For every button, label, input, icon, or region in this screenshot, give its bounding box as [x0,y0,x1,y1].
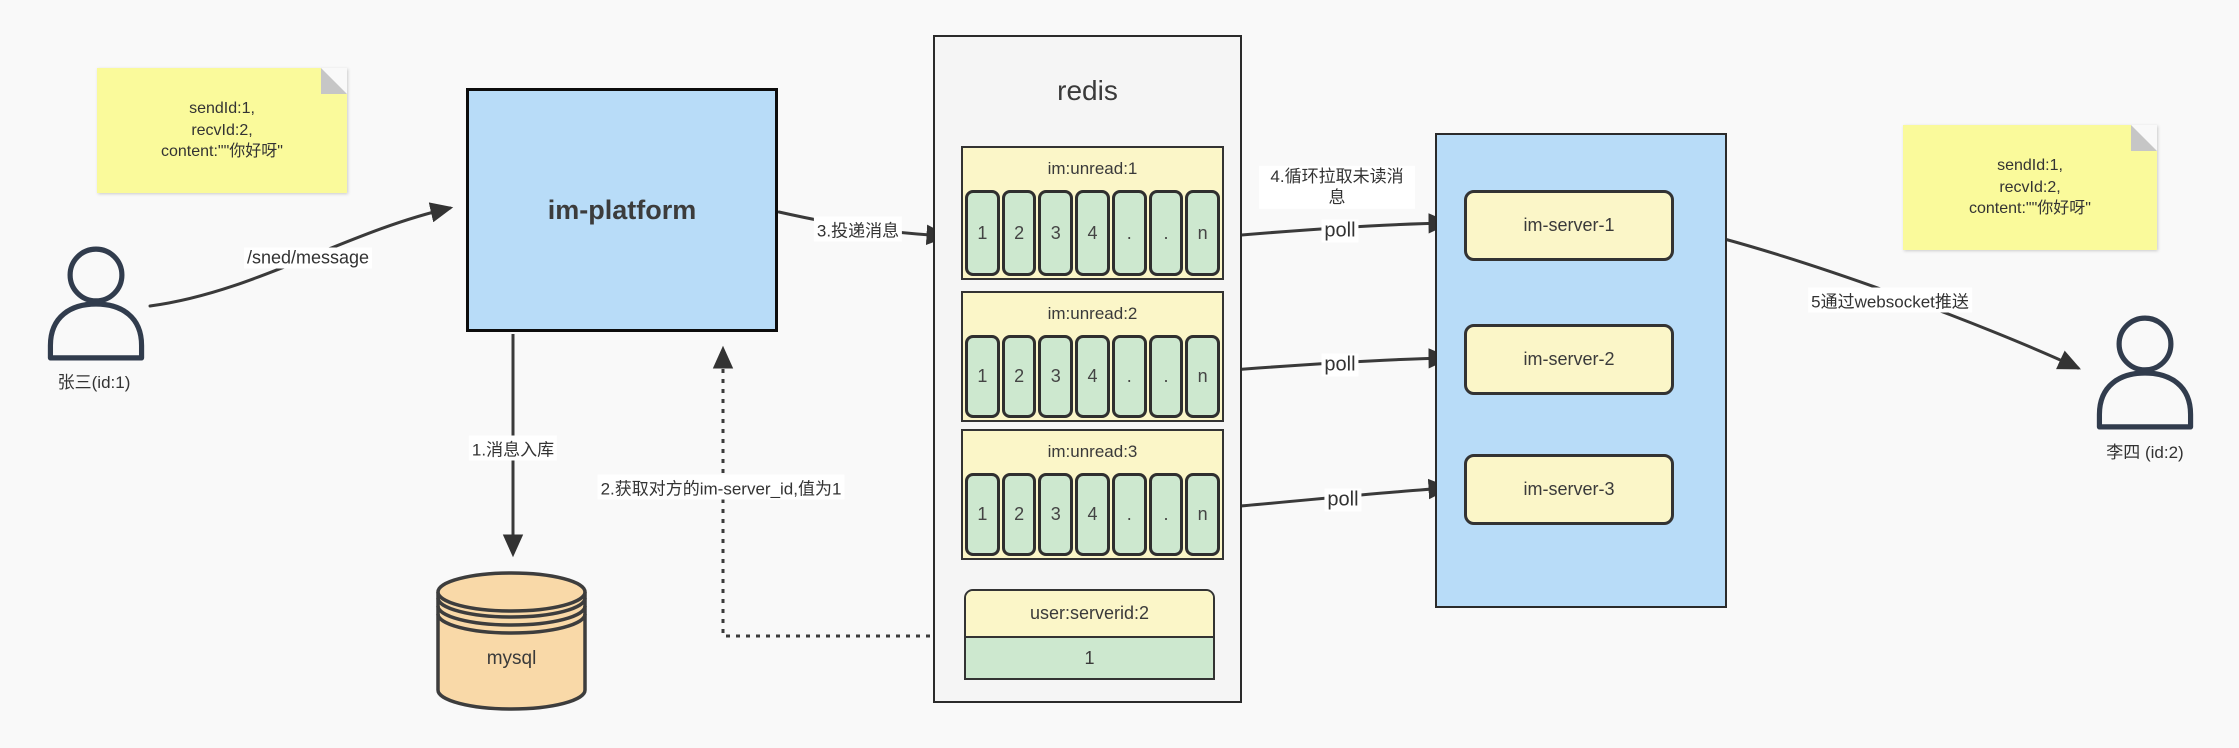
queue-cell: 4 [1075,473,1110,556]
edge-label-send: /sned/message [243,247,373,269]
queue-header: im:unread:1 [1047,159,1138,178]
queue-cell: . [1148,335,1184,418]
redis-queue-1: im:unread:1 1 2 3 4 . . n [961,146,1224,280]
queue-cell: 4 [1075,335,1110,418]
im-server-2-label: im-server-2 [1523,349,1615,369]
redis-queue-3: im:unread:3 1 2 3 4 . . n [961,429,1224,560]
im-server-2-node: im-server-2 [1464,324,1674,395]
queue-cell: 3 [1038,190,1074,276]
queue-cell: 1 [965,335,1000,418]
queue-cell: 1 [965,473,1000,556]
redis-kv-user-serverid: user:serverid:2 1 [964,589,1215,680]
queue-cell: 2 [1001,190,1037,276]
queue-cell: . [1111,190,1147,276]
edge-label-poll-1: poll [1321,219,1359,243]
queue-cell: 3 [1038,473,1074,556]
im-platform-label: im-platform [547,194,697,225]
edge-label-pull: 4.循环拉取未读消息 [1259,165,1415,209]
note-line: content:""你好呀" [1969,200,2091,218]
note-fold-icon [321,68,347,94]
note-fold-icon [2131,125,2157,151]
queue-cell: n [1185,335,1221,418]
sticky-note-left: sendId:1, recvId:2, content:""你好呀" [97,68,347,193]
receiver-label: 李四 (id:2) [2106,443,2184,462]
im-server-group: im-server-1 im-server-2 im-server-3 [1435,133,1727,608]
redis-queue-2: im:unread:2 1 2 3 4 . . n [961,291,1224,422]
redis-container: redis im:unread:1 1 2 3 4 . . n im:unrea… [933,35,1242,703]
queue-cell: 2 [1001,473,1037,556]
note-line: sendId:1, [1997,157,2063,175]
queue-header: im:unread:2 [1047,304,1138,323]
edge-label-poll-3: poll [1324,488,1362,512]
queue-cell: n [1185,190,1221,276]
note-line: recvId:2, [1999,178,2061,196]
queue-cell: 4 [1075,190,1110,276]
kv-header: user:serverid:2 [966,591,1213,638]
edge-label-poll-2: poll [1321,353,1359,377]
mysql-label: mysql [486,648,537,669]
note-line: recvId:2, [191,121,253,139]
im-server-3-label: im-server-3 [1523,479,1615,499]
queue-cell: . [1148,473,1184,556]
edge-label-deliver: 3.投递消息 [813,216,903,242]
queue-cells: 1 2 3 4 . . n [963,335,1222,420]
user-icon [47,246,145,361]
redis-title: redis [1057,75,1118,106]
kv-value: 1 [1084,647,1095,668]
edge-label-push: 5通过websocket推送 [1808,287,1972,313]
queue-cell: . [1111,473,1147,556]
queue-cell: 2 [1001,335,1037,418]
queue-cell: 1 [965,190,1000,276]
im-platform-node: im-platform [466,88,778,332]
im-server-1-node: im-server-1 [1464,190,1674,261]
queue-cells: 1 2 3 4 . . n [963,190,1222,278]
queue-cells: 1 2 3 4 . . n [963,473,1222,558]
queue-cell: . [1111,335,1147,418]
queue-cell: n [1185,473,1221,556]
edge-label-lookup: 2.获取对方的im-server_id,值为1 [597,474,845,500]
im-server-1-label: im-server-1 [1523,215,1615,235]
user-icon [2096,315,2194,430]
note-line: sendId:1, [189,100,255,118]
im-server-3-node: im-server-3 [1464,454,1674,525]
queue-cell: . [1148,190,1184,276]
sticky-note-right: sendId:1, recvId:2, content:""你好呀" [1903,125,2157,250]
sender-label: 张三(id:1) [57,373,131,392]
queue-cell: 3 [1038,335,1074,418]
queue-header: im:unread:3 [1047,442,1138,461]
edge-label-store: 1.消息入库 [468,435,558,461]
note-line: content:""你好呀" [161,143,283,161]
database-icon [436,571,587,711]
